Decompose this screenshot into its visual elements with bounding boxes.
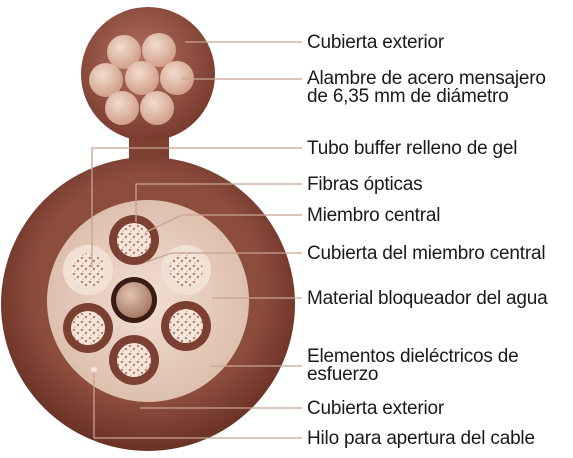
leader-line <box>145 252 302 263</box>
steel-wire-strand <box>89 63 123 97</box>
steel-wire-strand <box>160 61 194 95</box>
optical-fibers <box>117 223 151 257</box>
buffer-tube <box>161 245 211 295</box>
steel-wire-strands <box>89 33 194 125</box>
label-cubierta-exterior-top: Cubierta exterior <box>307 32 445 53</box>
messenger-section <box>81 7 215 164</box>
label-elementos-dielectricos-line1: Elementos dieléctricos de <box>307 346 519 367</box>
optical-fibers <box>117 343 151 377</box>
label-elementos-dielectricos-line2: esfuerzo <box>307 364 379 385</box>
buffer-tube <box>109 335 159 385</box>
leader-line <box>145 214 302 233</box>
steel-wire-strand <box>107 35 141 69</box>
buffer-tube <box>63 245 113 295</box>
steel-wire-strand <box>125 61 159 95</box>
leader-line <box>91 147 302 268</box>
label-hilo-apertura: Hilo para apertura del cable <box>307 428 535 449</box>
optical-fibers <box>169 253 203 287</box>
buffer-tube <box>109 215 159 265</box>
label-material-bloqueador: Material bloqueador del agua <box>307 288 548 309</box>
cable-main-section <box>1 157 295 451</box>
buffer-tube <box>161 301 211 351</box>
buffer-tube <box>63 303 113 353</box>
leader-line <box>93 372 302 439</box>
buffer-tubes <box>63 215 211 385</box>
central-member <box>116 282 152 318</box>
label-alambre-acero-line1: Alambre de acero mensajero <box>307 68 546 89</box>
optical-fibers <box>169 309 203 343</box>
steel-wire-strand <box>142 33 176 67</box>
label-fibras-opticas: Fibras ópticas <box>307 174 423 195</box>
leader-line <box>135 183 302 222</box>
label-tubo-buffer: Tubo buffer relleno de gel <box>307 138 518 159</box>
optical-fibers <box>71 253 105 287</box>
optical-fibers <box>71 311 105 345</box>
label-cubierta-miembro-central: Cubierta del miembro central <box>307 243 546 264</box>
steel-wire-strand <box>105 91 139 125</box>
ripcord <box>91 367 97 373</box>
leader-lines <box>91 41 302 439</box>
label-cubierta-exterior-bottom: Cubierta exterior <box>307 398 445 419</box>
steel-wire-strand <box>140 91 174 125</box>
label-alambre-acero-line2: de 6,35 mm de diámetro <box>307 86 509 107</box>
label-miembro-central: Miembro central <box>307 205 441 226</box>
